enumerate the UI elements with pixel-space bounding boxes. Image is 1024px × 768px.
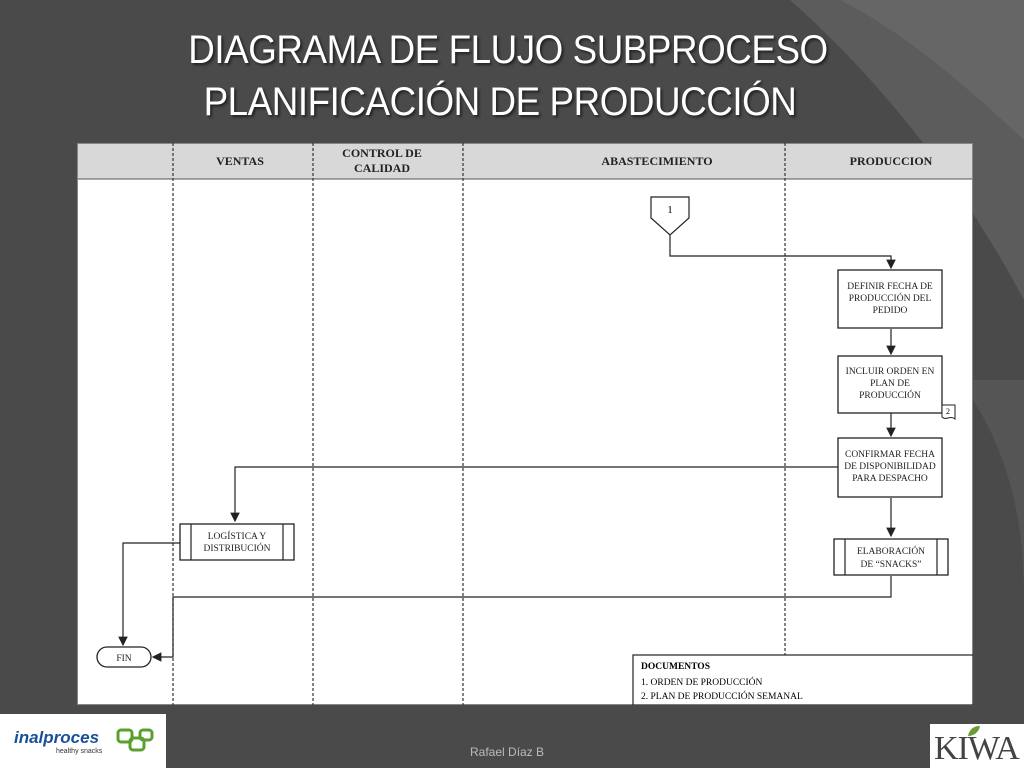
- process-definir-fecha: [837, 269, 943, 329]
- offpage-connector: [650, 196, 690, 236]
- flow-arrow-7: [151, 576, 892, 662]
- footer-author: Rafael Díaz B: [470, 745, 545, 759]
- logistica-line1: LOGÍSTICA Y: [208, 530, 267, 542]
- flow-arrow-1: [669, 235, 896, 270]
- lane-ventas: VENTAS: [216, 154, 264, 168]
- documents-item-1: 1. ORDEN DE PRODUCCIÓN: [641, 676, 763, 688]
- flow-arrow-6: [118, 542, 180, 647]
- lane-control-line1: CONTROL DE: [342, 146, 422, 160]
- incluir-line3: PRODUCCIÓN: [859, 389, 921, 401]
- process-incluir-orden: [837, 355, 943, 414]
- confirmar-line3: PARA DESPACHO: [852, 474, 928, 484]
- confirmar-line1: CONFIRMAR FECHA: [845, 450, 935, 460]
- process-elaboracion-snacks: [833, 538, 949, 576]
- flow-arrow-5: [230, 466, 838, 523]
- connector-label: 1: [667, 204, 673, 216]
- documents-header: DOCUMENTOS: [641, 662, 710, 672]
- definir-line3: PEDIDO: [873, 306, 908, 316]
- document-ref-symbol: [941, 404, 956, 421]
- incluir-line1: INCLUIR ORDEN EN: [846, 367, 935, 377]
- incluir-line2: PLAN DE: [870, 379, 910, 389]
- inalproces-brand-text: inalproces: [14, 728, 100, 747]
- logistica-line2: DISTRIBUCIÓN: [203, 542, 270, 554]
- elaboracion-line2: DE “SNACKS”: [861, 560, 922, 570]
- definir-line1: DEFINIR FECHA DE: [847, 282, 933, 292]
- inalproces-tagline: healthy snacks: [56, 748, 103, 755]
- document-ref-label: 2: [946, 407, 950, 416]
- fin-label: FIN: [116, 654, 131, 664]
- slide-title-line-1: DIAGRAMA DE FLUJO SUBPROCESO: [188, 28, 828, 72]
- lane-abastecimiento: ABASTECIMIENTO: [601, 154, 712, 168]
- documents-item-2: 2. PLAN DE PRODUCCIÓN SEMANAL: [641, 690, 803, 702]
- elaboracion-line1: ELABORACIÓN: [857, 545, 925, 557]
- lane-control-line2: CALIDAD: [354, 161, 410, 175]
- terminator-fin: [96, 646, 152, 668]
- lane-produccion: PRODUCCION: [850, 154, 933, 168]
- slide-title-line-2: PLANIFICACIÓN DE PRODUCCIÓN: [203, 80, 797, 124]
- confirmar-line2: DE DISPONIBILIDAD: [844, 462, 936, 472]
- leaf-icon: [968, 726, 980, 736]
- flowchart-diagram: VENTAS CONTROL DE CALIDAD ABASTECIMIENTO…: [77, 143, 974, 706]
- kiwa-logo: KIWA: [930, 724, 1024, 768]
- kiwa-brand-text: KIWA: [934, 730, 1020, 767]
- lane-header-band: [77, 143, 973, 179]
- definir-line2: PRODUCCIÓN DEL: [849, 292, 932, 304]
- inalproces-mark-icon: [116, 728, 154, 752]
- process-logistica-distribucion: [179, 523, 295, 561]
- process-confirmar-fecha: [837, 437, 943, 498]
- documents-legend: [632, 654, 974, 706]
- inalproces-logo: inalproces healthy snacks: [0, 714, 166, 768]
